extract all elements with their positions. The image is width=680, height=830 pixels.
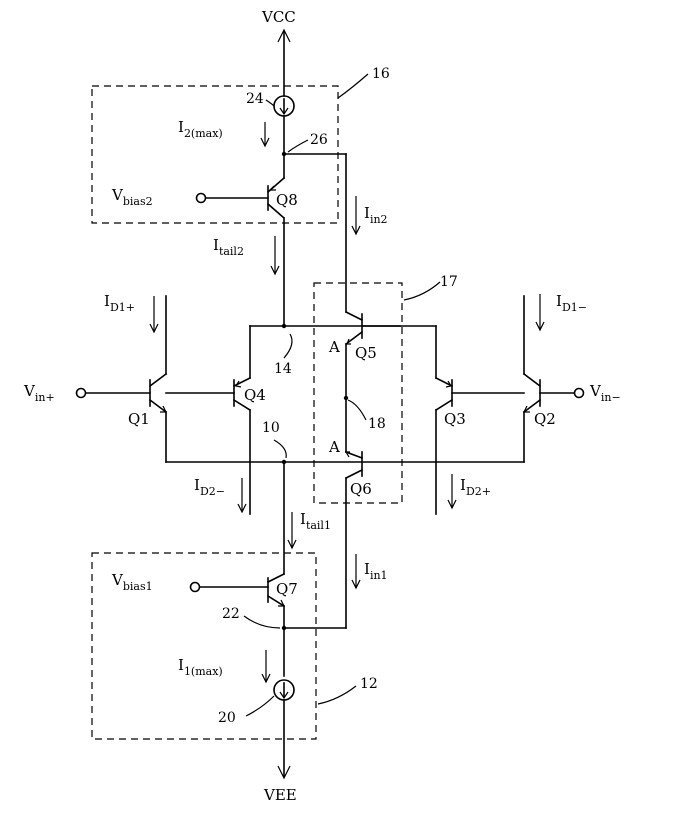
q2-label: Q2 [534,410,556,428]
vcc-label: VCC [261,8,296,26]
current-id1-plus: ID1+ [104,292,159,334]
current-source-20 [273,679,295,780]
transistor-q8 [195,153,286,327]
ref-17: 17 [440,274,458,290]
ref-24: 24 [246,91,264,107]
block-12-box [91,552,317,740]
block-17-box [313,282,403,504]
ref-14: 14 [274,361,292,377]
vee-label: VEE [263,786,297,804]
ref-10: 10 [262,420,280,436]
ref-20: 20 [218,710,236,726]
transistor-q6 [344,450,364,629]
q1-label: Q1 [128,410,150,428]
node-18-dot [343,395,349,401]
q7-label: Q7 [276,580,298,598]
svg-text:ID2−: ID2− [194,476,225,498]
svg-text:I2(max): I2(max) [178,118,223,140]
transistor-q7 [189,572,286,677]
ref-26: 26 [310,132,328,148]
svg-text:ID1−: ID1− [556,292,587,314]
svg-text:Itail1: Itail1 [300,510,331,532]
current-itail2: Itail2 [213,236,280,276]
current-i2max: I2(max) [178,118,270,148]
current-iin2: Iin2 [351,196,388,236]
current-id1-minus: ID1− [535,292,587,332]
q6-label: Q6 [350,480,372,498]
vin-minus-label: Vin− [589,382,621,404]
svg-text:Iin2: Iin2 [364,204,388,226]
transistor-q4 [165,376,252,515]
transistor-q2 [522,295,585,463]
vin-plus-label: Vin+ [23,382,55,404]
ref-16: 16 [372,66,390,82]
q5-emitter-mark: A [328,338,340,356]
node-14-dot [281,323,287,329]
ref-22: 22 [222,606,240,622]
current-id2-minus: ID2− [194,476,247,514]
current-iin1: Iin1 [351,554,388,590]
svg-text:ID1+: ID1+ [104,292,135,314]
q3-label: Q3 [444,410,466,428]
ref-12: 12 [360,676,378,692]
vbias2-label: Vbias2 [111,186,153,208]
current-itail1: Itail1 [287,510,331,550]
current-source-24 [273,95,295,155]
transistor-q3 [434,376,525,515]
ref-18: 18 [368,416,386,432]
current-id2-plus: ID2+ [447,474,491,510]
node-22-dot [281,625,287,631]
current-i1max: I1(max) [178,650,271,684]
vcc-rail [277,28,291,97]
svg-text:ID2+: ID2+ [460,476,491,498]
svg-text:I1(max): I1(max) [178,656,223,678]
q6-emitter-mark: A [328,438,340,456]
svg-text:Itail2: Itail2 [213,236,244,258]
transistor-q1 [75,295,168,463]
svg-text:Iin1: Iin1 [364,560,388,582]
q4-label: Q4 [244,386,266,404]
q5-label: Q5 [355,344,377,362]
vbias1-label: Vbias1 [111,571,153,593]
q8-label: Q8 [276,191,298,209]
